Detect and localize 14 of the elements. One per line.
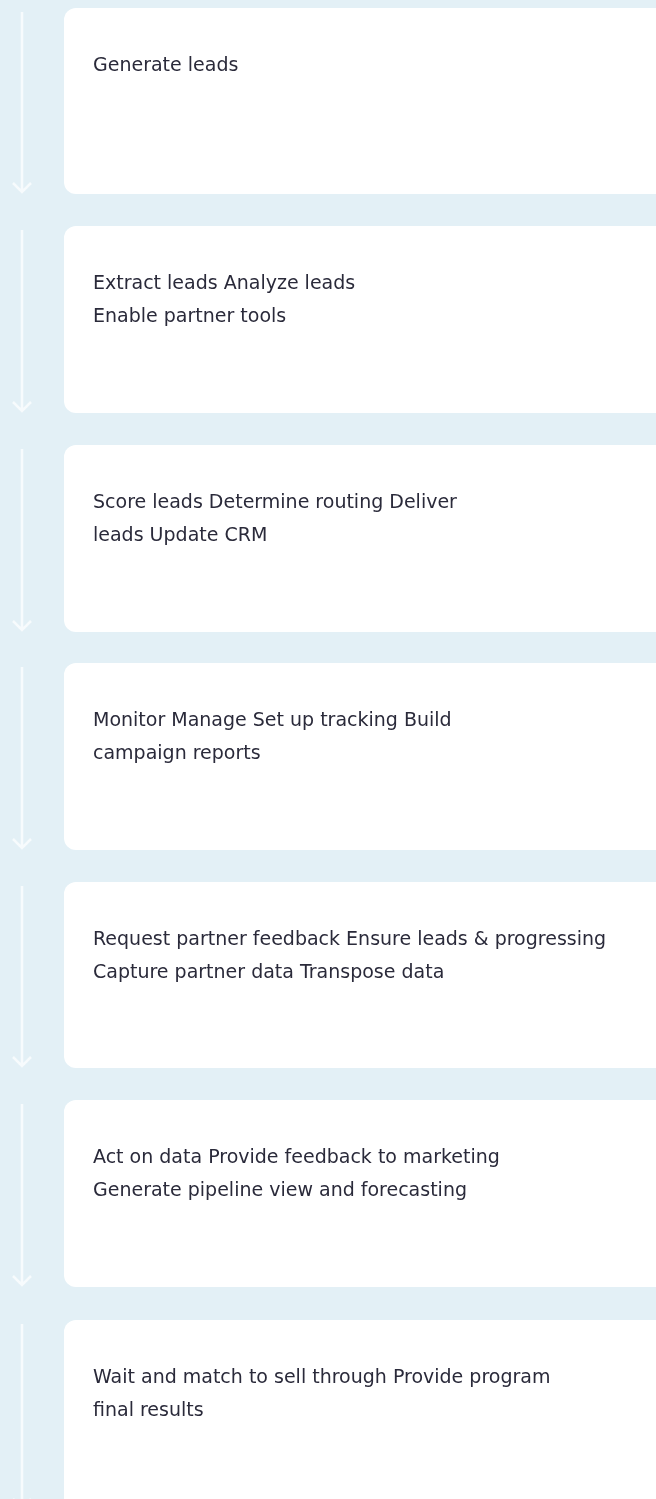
step-text: Score leads Determine routing Deliver leads Update CRM [93,489,458,547]
step-card [64,1320,656,1499]
step-card [64,1100,656,1287]
step-text: Generate leads [93,52,240,77]
step-card [64,8,656,194]
step-text: Extract leads Analyze leads Enable partner tools [93,270,357,328]
step-text: Request partner feedback Ensure leads & progressing Capture partner data Transpose data [93,926,608,984]
step-card [64,882,656,1068]
step-text: Wait and match to sell through Provide program final results [93,1364,552,1422]
step-card [64,663,656,850]
step-card [64,445,656,632]
step-text: Monitor Manage Set up tracking Build campaign reports [93,707,453,765]
step-card [64,226,656,413]
step-text: Act on data Provide feedback to marketing Generate pipeline view and forecasting [93,1144,501,1202]
